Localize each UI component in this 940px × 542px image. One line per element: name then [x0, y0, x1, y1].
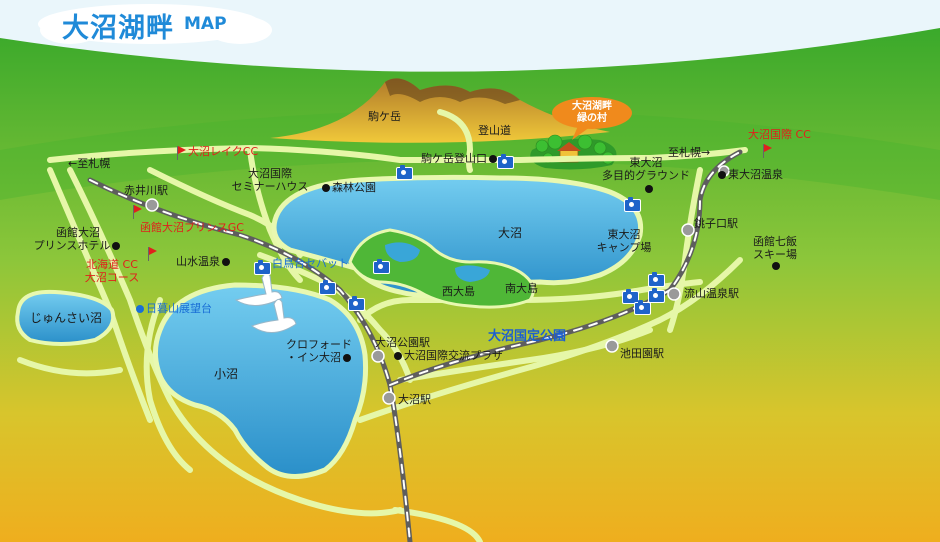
label-onuma-lake-cc: 大沼レイクCC [188, 145, 259, 158]
label-onuma-station: 大沼駅 [398, 393, 431, 406]
label-minami-oshima: 南大島 [505, 282, 538, 295]
marker-dot [222, 257, 230, 266]
golf-flag-icon [147, 247, 159, 261]
golf-flag-icon [132, 205, 144, 219]
marker-dot [772, 262, 780, 270]
label-junsai-numa: じゅんさい沼 [30, 311, 103, 325]
label-to-sapporo-right: 至札幌→ [668, 146, 711, 159]
title-main: 大沼湖畔 [62, 13, 174, 44]
label-tozando: 登山道 [478, 124, 511, 137]
camera-icon [648, 288, 665, 303]
label-nishi-oshima: 西大島 [442, 285, 475, 298]
label-onuma-lake: 大沼 [498, 226, 523, 240]
golf-flag-icon [176, 146, 188, 160]
label-exchange-plaza: 大沼国際交流プラザ [392, 349, 503, 362]
label-higashi-onuma-camp: 東大沼 キャンプ場 [596, 228, 652, 254]
label-sansui-onsen: 山水温泉 [176, 255, 232, 268]
camera-icon [648, 272, 665, 287]
camera-icon [254, 260, 271, 275]
camera-icon [319, 280, 336, 295]
marker-dot [343, 353, 351, 362]
camera-icon [396, 165, 413, 180]
marker-dot [394, 351, 402, 360]
label-national-park: 大沼国定公園 [488, 329, 567, 344]
golf-flag-icon [762, 144, 774, 158]
camera-icon [634, 300, 651, 315]
village-line2: 緑の村 [577, 113, 607, 124]
marker-dot [645, 185, 653, 193]
label-prince-hotel: 函館大沼 プリンスホテル [28, 226, 128, 252]
village-line1: 大沼湖畔 [572, 101, 612, 112]
label-hokkaido-cc: 北海道 CC 大沼コース [84, 258, 140, 284]
label-hakuchodai: 白鳥台セバット [272, 257, 349, 270]
label-crawford-inn: クロフォード ・イン大沼 [286, 338, 352, 364]
label-to-sapporo-left: ←至札幌 [68, 157, 111, 170]
label-forest-park: 森林公園 [320, 181, 376, 194]
village-bubble [552, 97, 632, 140]
label-choshiguchi-station: 銚子口駅 [694, 217, 738, 230]
title-sub: MAP [184, 14, 227, 34]
marker-dot [718, 170, 726, 179]
camera-icon [624, 197, 641, 212]
village-bubble-text: 大沼湖畔 緑の村 [556, 101, 628, 125]
label-tozanguchi: 駒ケ岳登山口 [421, 152, 499, 165]
label-ikedaen-station: 池田園駅 [620, 347, 664, 360]
swan-boats-icon [234, 272, 297, 333]
label-ryuzan-onsen-station: 流山温泉駅 [684, 287, 739, 300]
label-onuma-koen-station: 大沼公園駅 [375, 336, 430, 349]
marker-dot [136, 304, 144, 313]
marker-dot [322, 183, 330, 192]
label-seminar-house: 大沼国際 セミナーハウス [231, 167, 309, 193]
camera-icon [497, 154, 514, 169]
title-cloud [38, 4, 272, 44]
label-higashi-onuma-ground: 東大沼 多目的グラウンド [602, 156, 690, 182]
label-akaigawa-station: 赤井川駅 [124, 184, 168, 197]
lake-junsai [15, 289, 116, 346]
lake-konuma [152, 282, 369, 479]
label-nanae-ski: 函館七飯 スキー場 [753, 235, 797, 261]
label-prince-gc: 函館大沼プリンスGC [140, 221, 244, 234]
label-higashi-onuma-onsen: 東大沼温泉 [716, 168, 783, 181]
camera-icon [622, 289, 639, 304]
label-hikage-observatory: 日暮山展望台 [134, 302, 212, 315]
label-konuma-lake: 小沼 [214, 367, 239, 381]
marker-dot [112, 241, 121, 250]
label-komagatake: 駒ケ岳 [368, 110, 401, 123]
camera-icon [373, 259, 390, 274]
label-onuma-kokusai-cc: 大沼国際 CC [748, 128, 811, 141]
marker-dot [489, 154, 497, 163]
camera-icon [348, 296, 365, 311]
map-title: 大沼湖畔 MAP [44, 2, 262, 44]
